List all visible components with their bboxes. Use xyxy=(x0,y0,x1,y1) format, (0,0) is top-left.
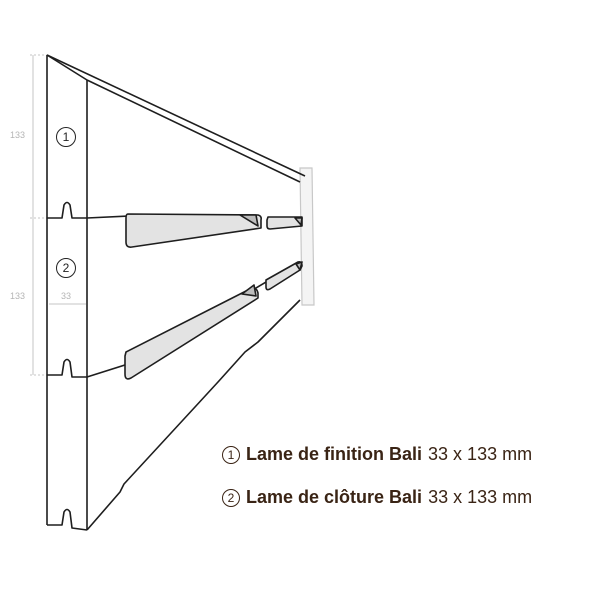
legend-size-1: 33 x 133 mm xyxy=(428,444,533,464)
marker-1-number: 1 xyxy=(62,130,70,144)
legend-number-1: 1 xyxy=(222,445,240,464)
legend-item-2: 2 Lame de clôture Bali 33 x 133 mm xyxy=(222,487,532,508)
dimension-lines xyxy=(30,54,86,376)
marker-1: 1 xyxy=(56,127,76,147)
marker-2: 2 xyxy=(56,258,76,278)
dimension-height-top: 133 xyxy=(10,130,26,140)
legend-size-2: 33 x 133 mm xyxy=(428,487,533,507)
dimension-thickness: 33 xyxy=(61,291,72,301)
legend-name-2: Lame de clôture Bali xyxy=(246,487,423,507)
marker-2-number: 2 xyxy=(62,261,70,275)
legend-item-1: 1 Lame de finition Bali 33 x 133 mm xyxy=(222,444,532,465)
dimension-height-bottom: 133 xyxy=(10,291,26,301)
upper-groove xyxy=(125,213,303,248)
post xyxy=(299,167,315,306)
legend-name-1: Lame de finition Bali xyxy=(246,444,423,464)
legend-number-2: 2 xyxy=(222,488,240,507)
lower-groove xyxy=(124,261,303,380)
